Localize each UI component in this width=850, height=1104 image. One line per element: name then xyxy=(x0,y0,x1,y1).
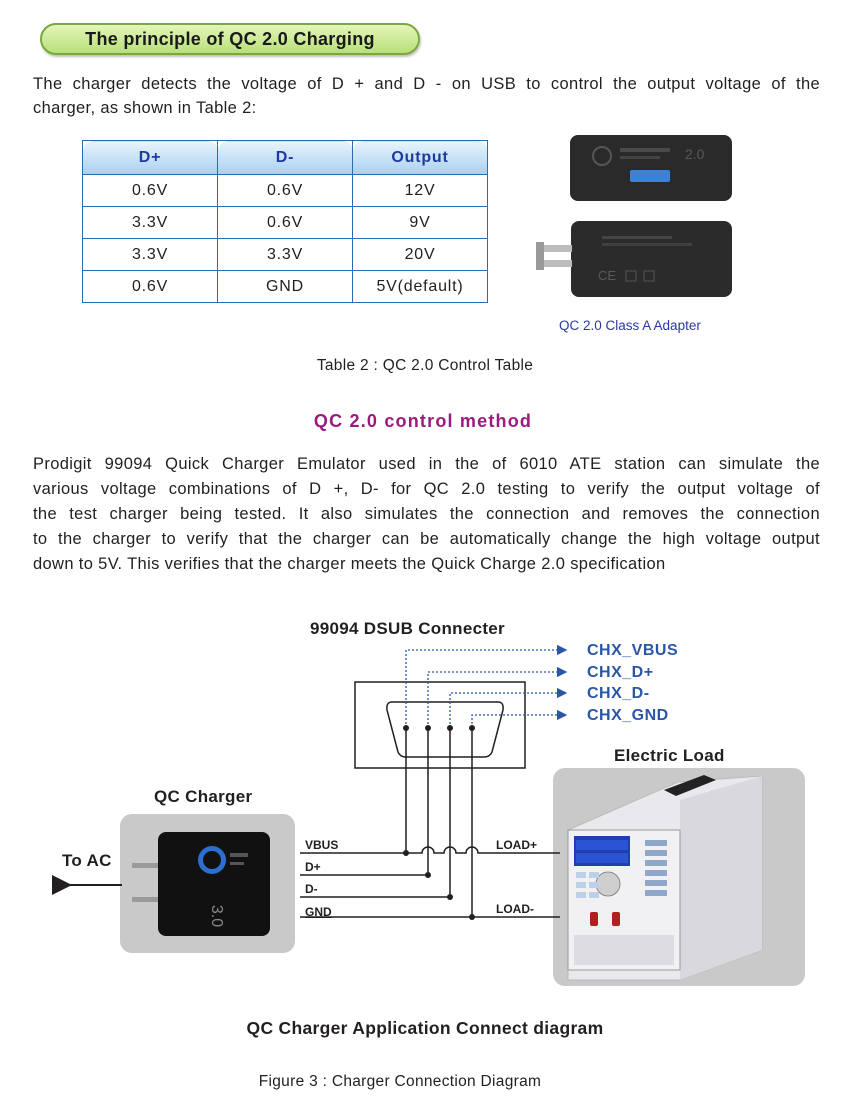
qc-control-table: D+ D- Output 0.6V 0.6V 12V 3.3V 0.6V 9V … xyxy=(82,140,488,303)
method-line: various voltage combinations of D +, D- … xyxy=(33,480,820,498)
table-cell: 3.3V xyxy=(82,206,218,239)
usb-port-icon xyxy=(630,170,670,182)
table-header: D- xyxy=(217,140,353,175)
signal-label: CHX_GND xyxy=(587,707,669,724)
plug-prong-icon xyxy=(544,260,572,267)
to-ac-label: To AC xyxy=(62,851,112,870)
signal-label: CHX_VBUS xyxy=(587,642,679,659)
signal-line-dplus xyxy=(427,666,568,728)
signal-label: CHX_D- xyxy=(587,685,650,702)
signal-line-gnd xyxy=(471,709,568,728)
table-cell: GND xyxy=(217,270,353,303)
table-header: D+ xyxy=(82,140,218,175)
dsub-box xyxy=(354,681,526,769)
table-header: Output xyxy=(352,140,488,175)
signal-line-vbus xyxy=(405,644,568,728)
table-caption: Table 2 : QC 2.0 Control Table xyxy=(316,357,534,374)
connector-title: 99094 DSUB Connecter xyxy=(310,619,505,638)
table-row: 0.6V 0.6V 12V xyxy=(82,174,488,207)
signal-line-dminus xyxy=(449,687,568,728)
adapter-photos: 2.0 CE xyxy=(522,132,752,307)
table-cell: 0.6V xyxy=(82,270,218,303)
method-line: down to 5V. This verifies that the charg… xyxy=(33,555,666,573)
table-cell: 0.6V xyxy=(82,174,218,207)
wire-label: D+ xyxy=(305,860,321,874)
table-cell: 12V xyxy=(352,174,488,207)
qc-charger-label: QC Charger xyxy=(154,787,253,806)
dsub-connector-icon xyxy=(386,701,504,758)
qc-charger-icon xyxy=(132,832,270,936)
electric-load-label: Electric Load xyxy=(614,746,725,765)
section-title-pill: The principle of QC 2.0 Charging xyxy=(40,23,420,55)
table-header-row: D+ D- Output xyxy=(82,140,488,175)
method-line: to the charger to verify that the charge… xyxy=(33,530,820,548)
table-cell: 9V xyxy=(352,206,488,239)
table-cell: 20V xyxy=(352,238,488,271)
table-cell: 0.6V xyxy=(217,174,353,207)
table-cell: 0.6V xyxy=(217,206,353,239)
table-row: 3.3V 0.6V 9V xyxy=(82,206,488,239)
adapter-top-text: 2.0 xyxy=(685,146,705,162)
adapter-caption: QC 2.0 Class A Adapter xyxy=(559,318,701,333)
intro-line-1: The charger detects the voltage of D + a… xyxy=(33,75,820,93)
wire-label: D- xyxy=(305,882,318,896)
ce-mark: CE xyxy=(598,268,616,283)
table-cell: 3.3V xyxy=(82,238,218,271)
wire-label: GND xyxy=(305,905,332,919)
wire-label: VBUS xyxy=(305,838,339,852)
qualcomm-logo-icon xyxy=(592,146,612,166)
electric-load-icon xyxy=(567,775,763,981)
adapter-illustration: 2.0 CE xyxy=(536,135,732,297)
intro-line-2: charger, as shown in Table 2: xyxy=(33,99,257,117)
wire-vbus xyxy=(300,846,560,854)
figure-caption: Figure 3 : Charger Connection Diagram xyxy=(258,1073,542,1090)
charger-badge: 3.0 xyxy=(208,905,225,927)
section-title: The principle of QC 2.0 Charging xyxy=(85,29,375,49)
load-minus-label: LOAD- xyxy=(496,902,534,916)
method-line: the test charger being tested. It also s… xyxy=(33,505,820,523)
method-heading: QC 2.0 control method xyxy=(313,411,533,431)
adapter-bottom-body xyxy=(571,221,732,297)
diagram-title: QC Charger Application Connect diagram xyxy=(246,1018,604,1038)
signal-label: CHX_D+ xyxy=(587,664,654,681)
table-cell: 5V(default) xyxy=(352,270,488,303)
method-line: Prodigit 99094 Quick Charger Emulator us… xyxy=(33,455,820,473)
table-row: 0.6V GND 5V(default) xyxy=(82,270,488,303)
plug-prong-icon xyxy=(544,245,572,252)
load-plus-label: LOAD+ xyxy=(496,838,538,852)
